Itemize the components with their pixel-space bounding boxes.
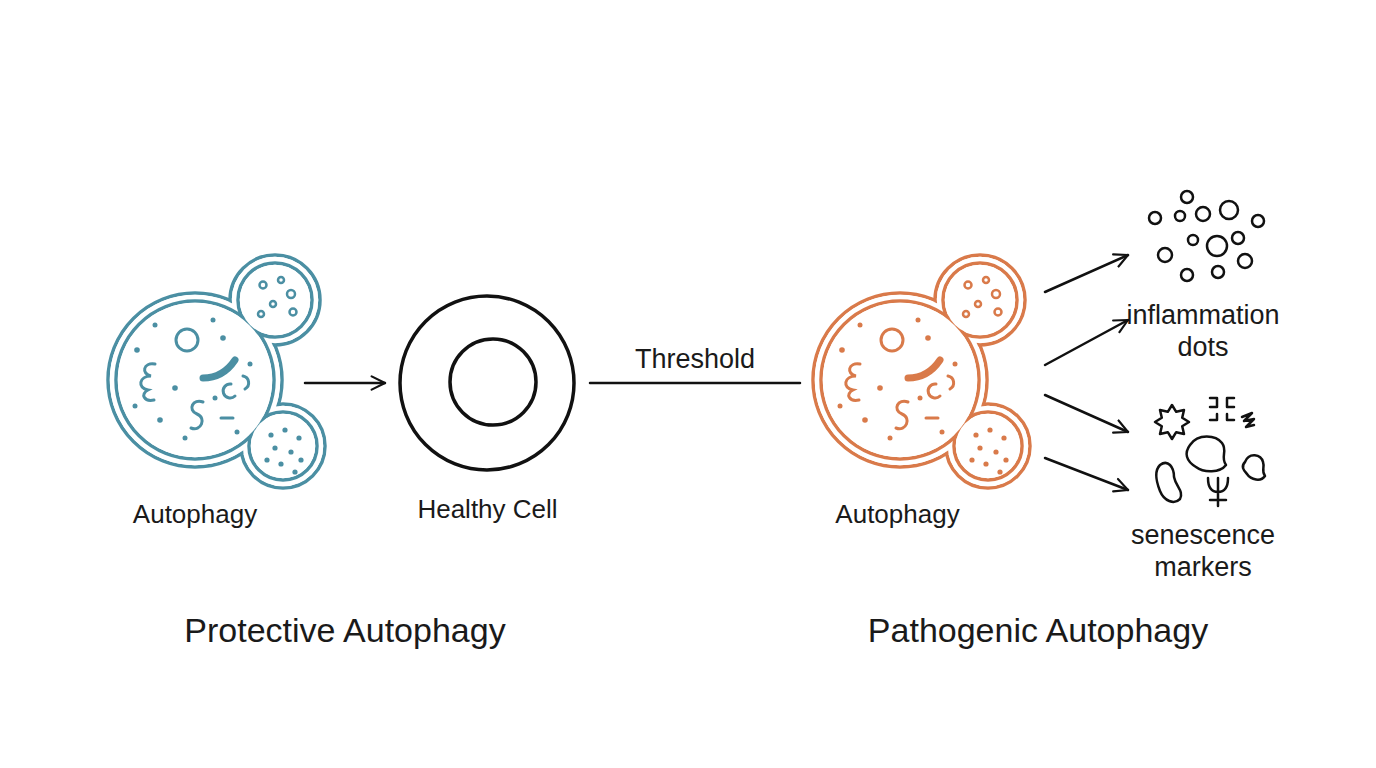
- section-heading: Protective Autophagy: [184, 611, 505, 650]
- arrow-connector: [1045, 458, 1128, 490]
- node-label: Autophagy: [100, 498, 290, 530]
- arrow-connector: [1045, 320, 1128, 365]
- threshold-line: [590, 382, 800, 385]
- arrow-connector: [305, 382, 385, 385]
- cell-node: senescence markers: [1128, 395, 1283, 585]
- node-label-group: Autophagy: [100, 498, 290, 530]
- node-label-group: Healthy Cell: [385, 493, 590, 525]
- cell-node: inflammation dots: [1128, 185, 1283, 370]
- cell-node: Autophagy: [100, 245, 305, 535]
- senescence-markers: [1155, 398, 1265, 506]
- pathogenic-cell: [813, 255, 1030, 488]
- node-label: inflammation dots: [1108, 299, 1298, 363]
- node-label-group: inflammation dots: [1108, 299, 1298, 363]
- edge-label: Threshold: [635, 343, 755, 375]
- protective-cell: [108, 255, 325, 488]
- node-label: senescence markers: [1108, 519, 1298, 583]
- node-label-group: senescence markers: [1108, 519, 1298, 583]
- node-label: Healthy Cell: [385, 493, 590, 525]
- arrow-connector: [1045, 395, 1128, 432]
- section-heading: Pathogenic Autophagy: [868, 611, 1208, 650]
- inflammation-dots: [1149, 191, 1264, 281]
- healthy-cell: [400, 296, 574, 470]
- node-label: Autophagy: [800, 498, 995, 530]
- cell-node: Healthy Cell: [385, 295, 590, 535]
- cell-node: Autophagy: [800, 245, 1045, 535]
- node-label-group: Autophagy: [800, 498, 995, 530]
- arrow-connector: [1045, 255, 1128, 292]
